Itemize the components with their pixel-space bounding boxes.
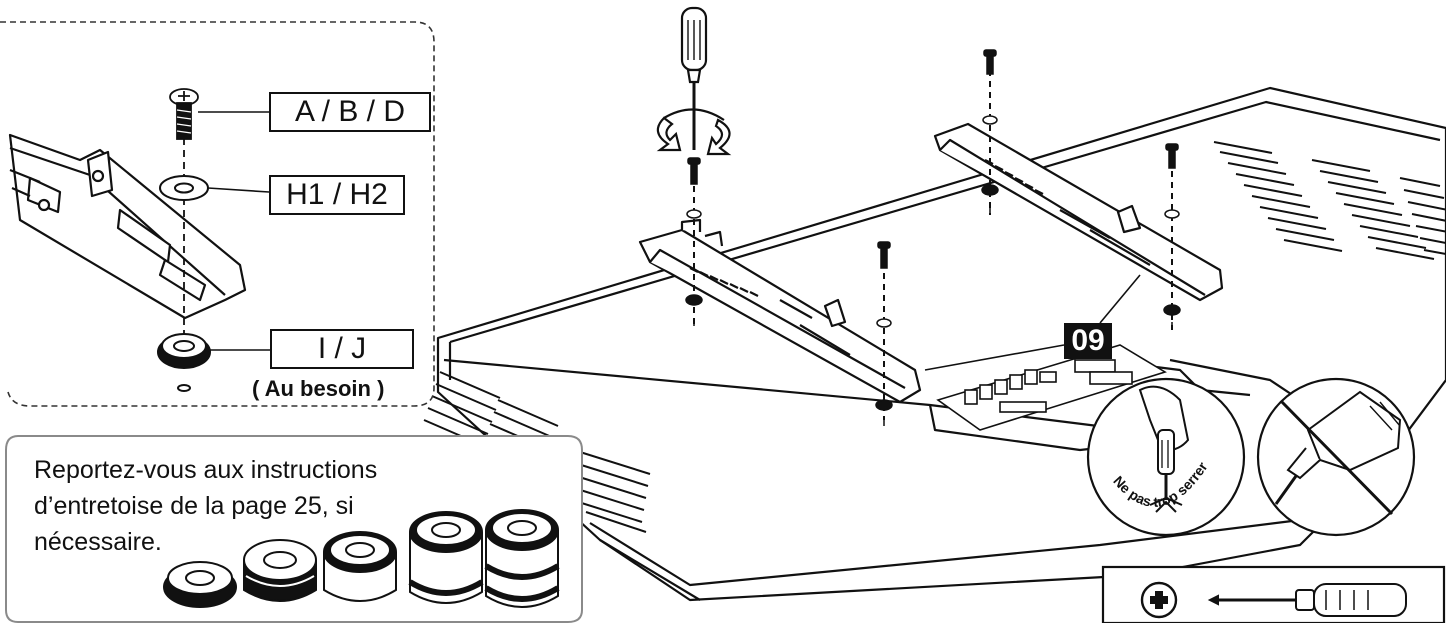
bolt-icon [169, 88, 199, 140]
washer-icon [159, 175, 209, 201]
power-drill-prohibited-icon [1256, 377, 1416, 537]
step-badge: 09 [1064, 323, 1112, 359]
spacer-icon [157, 333, 211, 392]
hand-screwdriver-icon: Ne pas trop serrer [1086, 377, 1246, 537]
rotation-arrows-icon [656, 108, 732, 156]
optional-note: ( Au besoin ) [252, 376, 385, 401]
spacer-instruction-text: Reportez-vous aux instructions d’entreto… [34, 456, 378, 556]
spacer-parts-label: I / J [270, 329, 414, 369]
screw-icons [685, 49, 1181, 426]
screwdriver-tool-icon [1207, 583, 1407, 617]
screwdriver-icon [680, 6, 708, 150]
screw-parts-label: A / B / D [269, 92, 431, 132]
bracket-detail [8, 133, 247, 320]
bracket-left [638, 218, 922, 404]
callout-leaders [924, 274, 1141, 371]
vent-grille-right [1213, 141, 1446, 260]
bracket-right [933, 122, 1224, 302]
tool-required-box [1101, 565, 1446, 623]
spacer-note-box [5, 435, 583, 623]
circuit-board [936, 344, 1167, 431]
phillips-head-icon [1140, 581, 1178, 619]
spacer-samples [163, 509, 560, 608]
washer-parts-label: H1 / H2 [269, 175, 405, 215]
